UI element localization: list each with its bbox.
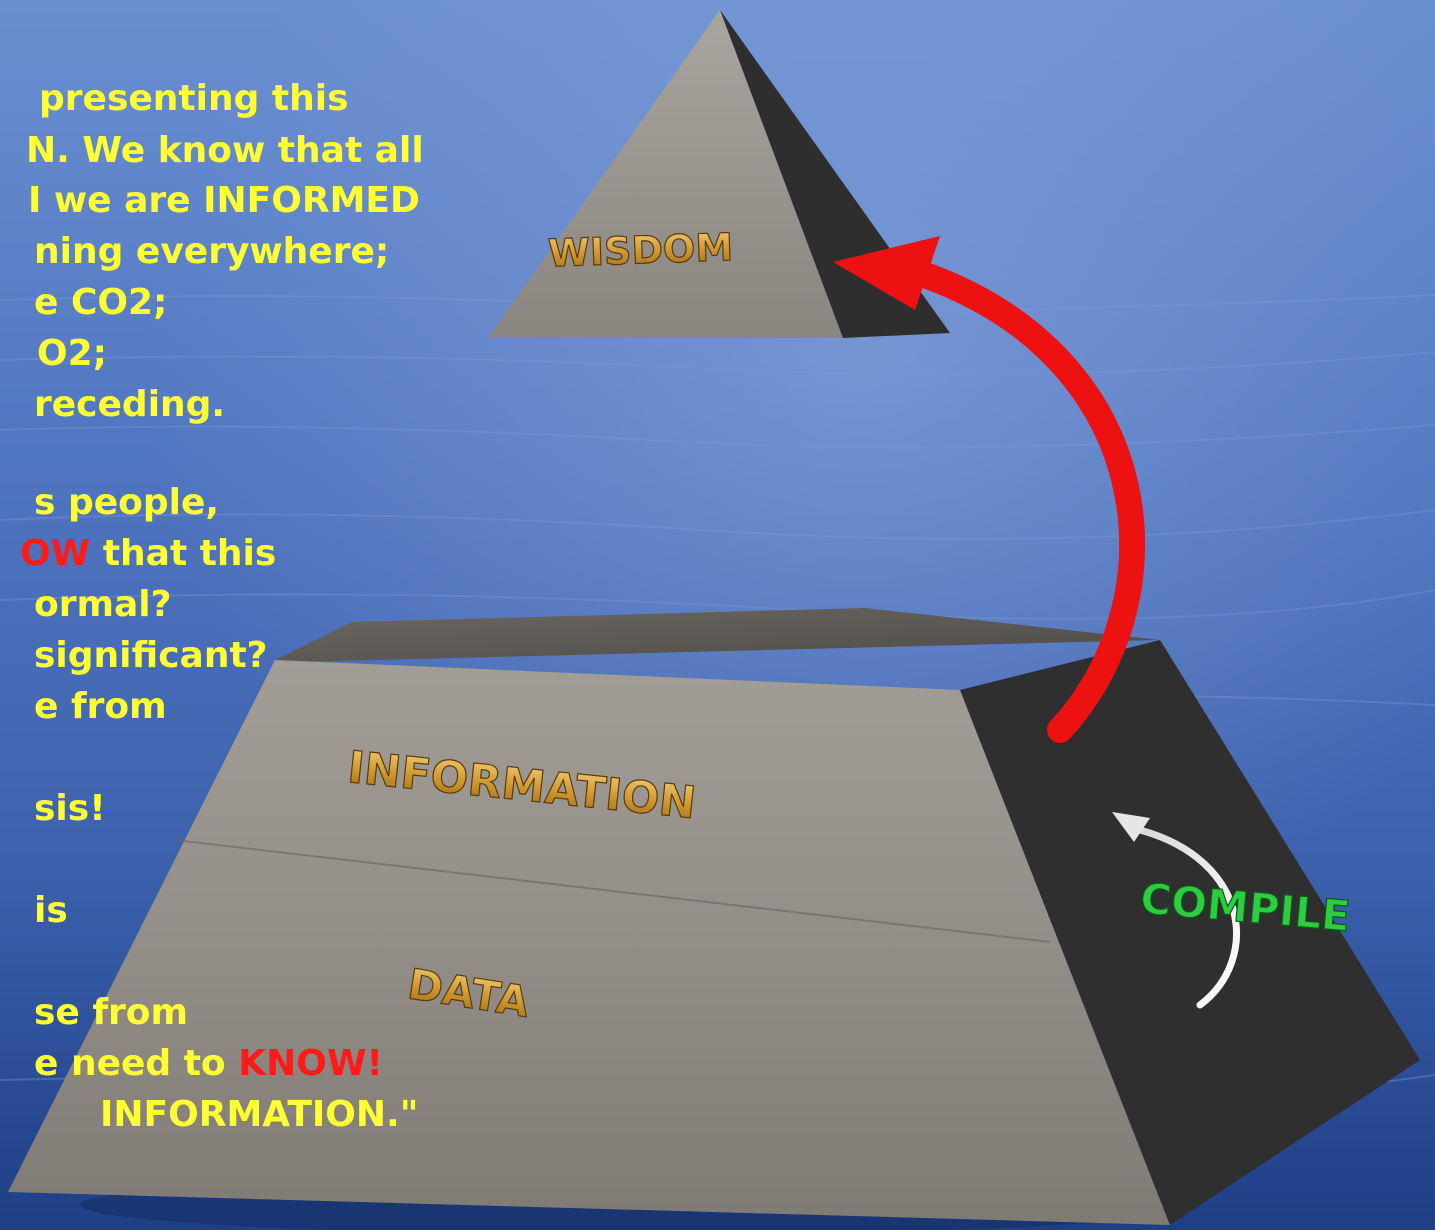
text-line-3: I we are INFORMED: [28, 180, 420, 221]
highlight-know-2: KNOW!: [238, 1043, 383, 1084]
red-curved-arrow: [833, 236, 1146, 743]
highlight-know-1: OW: [20, 533, 91, 574]
text-line-4: ning everywhere;: [34, 231, 390, 272]
text-line-1: presenting this: [39, 78, 349, 119]
text-line-16-pre: e need to: [34, 1043, 239, 1084]
text-line-10: ormal?: [34, 584, 172, 625]
pyramid-base: [8, 608, 1420, 1225]
base-front-face: [8, 660, 1170, 1225]
apex-front-face: [488, 10, 843, 338]
text-line-12: e from: [34, 686, 167, 727]
compile-arc-arrow: [1112, 812, 1240, 1009]
base-top-face: [275, 608, 1160, 662]
text-line-6: O2;: [37, 333, 108, 374]
base-side-face: [960, 640, 1420, 1225]
text-line-2: N. We know that all: [26, 130, 424, 171]
wisdom-label: WISDOM: [547, 225, 734, 275]
text-line-17: INFORMATION.": [100, 1094, 419, 1135]
text-line-9: OW that this: [20, 533, 276, 574]
text-line-11: significant?: [34, 635, 268, 676]
text-line-14: is: [34, 890, 68, 931]
text-line-15: se from: [34, 992, 189, 1033]
base-seam: [174, 839, 1051, 943]
text-line-9-rest: that this: [90, 533, 277, 574]
text-line-5: e CO2;: [34, 282, 168, 323]
text-line-8: s people,: [34, 482, 220, 523]
text-line-16: e need to KNOW!: [34, 1043, 383, 1084]
text-line-7: receding.: [34, 384, 226, 425]
text-line-13: sis!: [34, 788, 106, 829]
